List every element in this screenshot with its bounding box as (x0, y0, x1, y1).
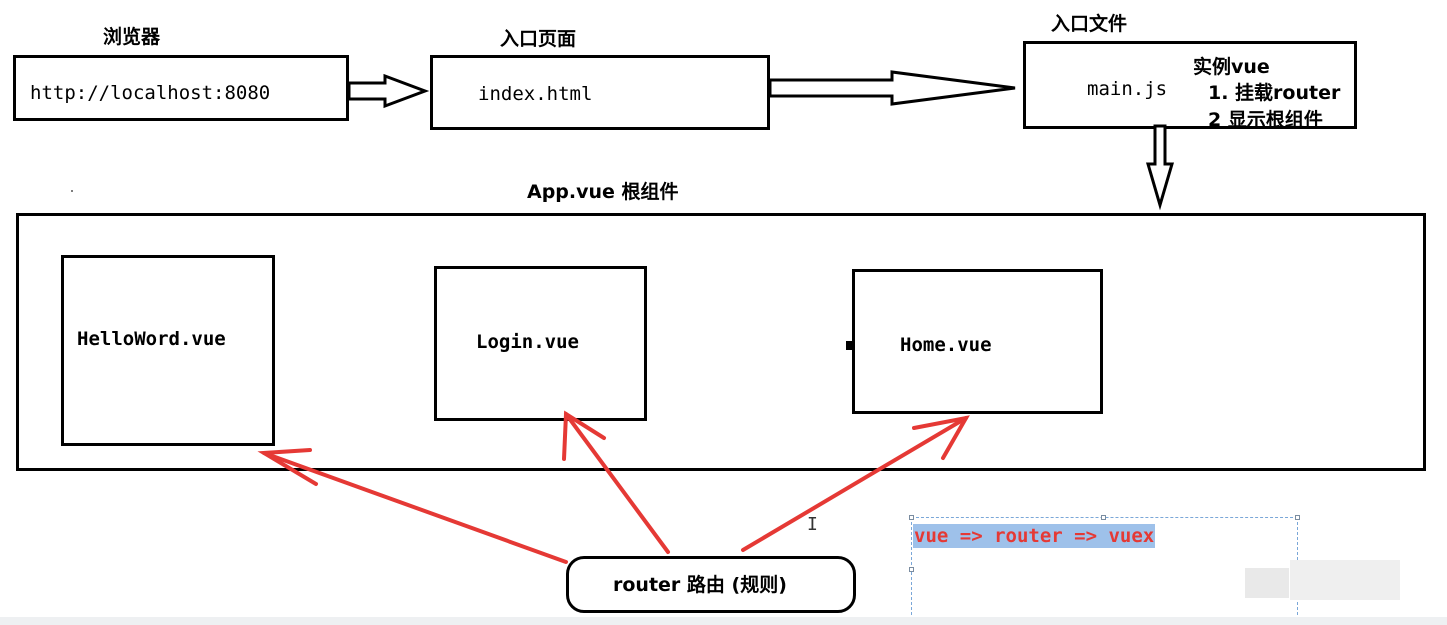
instance-title: 实例vue (1193, 56, 1270, 78)
router-box (566, 556, 856, 613)
bottom-strip (0, 617, 1447, 625)
entry-page-box (430, 55, 770, 130)
red-arrow-to-helloword (262, 451, 568, 564)
entry-file-box (1023, 41, 1357, 129)
entry-file-label: 入口文件 (1051, 13, 1128, 35)
router-label: router 路由 (规则) (613, 574, 787, 596)
selection-handle-tr[interactable] (1295, 515, 1300, 520)
entry-page-label: 入口页面 (500, 28, 577, 50)
component-login-box (434, 266, 647, 421)
browser-label: 浏览器 (103, 26, 161, 48)
entry-page-file: index.html (478, 83, 593, 105)
red-arrow-to-home (741, 416, 968, 552)
entry-file-name: main.js (1087, 78, 1168, 100)
component-login-label: Login.vue (476, 331, 579, 353)
watermark-blur (1245, 568, 1289, 598)
component-home-box (852, 269, 1103, 414)
app-title: App.vue 根组件 (527, 181, 679, 203)
hollow-arrow-index-to-main (768, 70, 1016, 106)
hollow-arrow-browser-to-index (347, 73, 430, 109)
watermark-blur (1290, 560, 1400, 600)
selection-handle-tm[interactable] (1101, 515, 1106, 520)
component-helloword-box (61, 255, 275, 446)
selection-handle-tl[interactable] (909, 515, 914, 520)
browser-url: http://localhost:8080 (30, 82, 271, 104)
text-cursor-icon: I (807, 514, 818, 535)
small-marker (846, 341, 853, 350)
hollow-arrow-main-to-app (1145, 124, 1175, 211)
instance-step2: 2 显示根组件 (1208, 109, 1323, 131)
instance-step1: 1. 挂载router (1208, 82, 1341, 104)
component-helloword-label: HelloWord.vue (77, 328, 226, 350)
highlighted-text[interactable]: vue => router => vuex (913, 524, 1156, 548)
selection-handle-ml[interactable] (909, 567, 914, 572)
component-home-label: Home.vue (900, 334, 992, 356)
stray-dot (71, 190, 73, 192)
red-arrow-to-login (564, 412, 670, 554)
